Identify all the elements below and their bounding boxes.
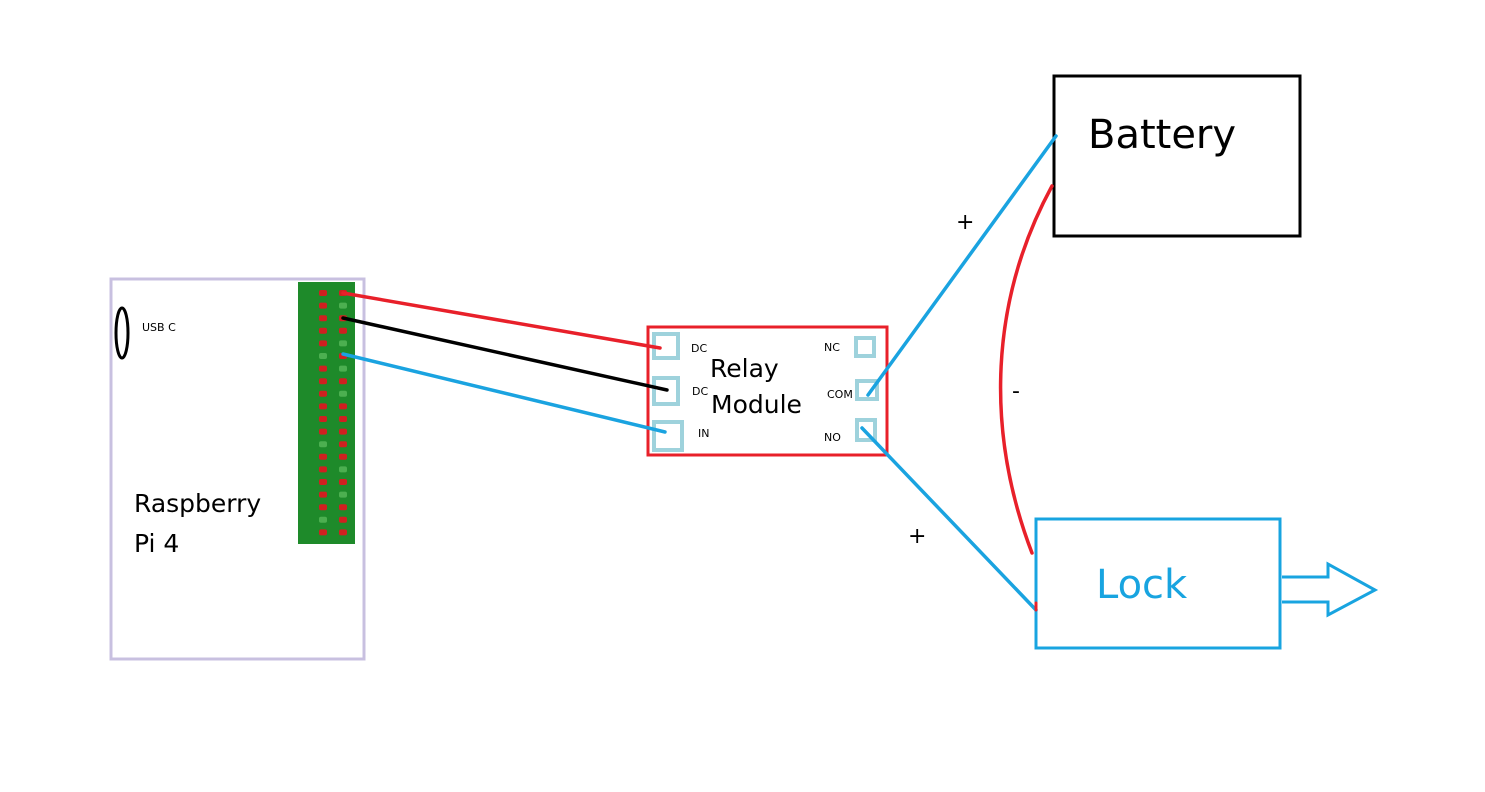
relay-pin-label-com: COM bbox=[827, 388, 853, 401]
gpio-pins bbox=[319, 290, 347, 536]
gpio-pin bbox=[319, 340, 327, 347]
lock: Lock bbox=[1034, 517, 1379, 650]
gpio-pin bbox=[319, 315, 327, 322]
wire-black-pi-to-relay-dc bbox=[341, 316, 669, 392]
usb-c-label: USB C bbox=[142, 321, 176, 334]
gpio-pin bbox=[339, 365, 347, 372]
gpio-pin bbox=[319, 353, 327, 359]
gpio-header bbox=[298, 282, 355, 544]
relay-module-outline bbox=[646, 325, 889, 457]
gpio-pin bbox=[319, 390, 327, 397]
gpio-pin bbox=[339, 302, 347, 309]
gpio-pin bbox=[339, 327, 347, 334]
lock-outline bbox=[1034, 517, 1282, 650]
relay-title-line1: Relay bbox=[710, 354, 779, 383]
raspberry-pi-label-line2: Pi 4 bbox=[134, 529, 179, 558]
gpio-pin bbox=[319, 491, 327, 498]
battery-plus-sign: + bbox=[956, 210, 974, 235]
gpio-pin bbox=[339, 378, 347, 385]
gpio-pin bbox=[339, 390, 347, 397]
gpio-pin bbox=[339, 453, 347, 460]
lock-plus-sign: + bbox=[908, 524, 926, 549]
gpio-pin bbox=[339, 529, 347, 536]
relay-pin-label-nc: NC bbox=[824, 341, 840, 354]
gpio-pin bbox=[319, 403, 327, 410]
lock-bolt-arrow-icon bbox=[1282, 561, 1379, 618]
relay-terminal-no bbox=[855, 418, 877, 442]
relay-pin-label-dc1: DC bbox=[691, 342, 707, 355]
battery-label: Battery bbox=[1088, 112, 1236, 158]
raspberry-pi-label-line1: Raspberry bbox=[134, 489, 261, 518]
gpio-pin bbox=[319, 466, 327, 473]
gpio-pin bbox=[339, 479, 347, 485]
raspberry-pi: USB C Raspberry Pi 4 bbox=[109, 277, 366, 661]
wire-blue-relay-no-to-lock bbox=[860, 426, 1038, 612]
gpio-pin bbox=[339, 516, 347, 523]
gpio-pin bbox=[319, 290, 327, 296]
battery-outline bbox=[1052, 74, 1302, 238]
gpio-pin bbox=[339, 416, 347, 422]
gpio-pin bbox=[319, 327, 327, 334]
relay-title-line2: Module bbox=[711, 390, 802, 419]
gpio-pin bbox=[339, 428, 347, 435]
relay-terminal-dc2 bbox=[652, 376, 680, 406]
wire-red-pi-to-relay-dc bbox=[341, 291, 662, 350]
usb-c-port-icon bbox=[114, 306, 130, 360]
relay-module: DC DC IN NC COM NO Relay Module bbox=[646, 325, 889, 457]
relay-pin-label-dc2: DC bbox=[692, 385, 708, 398]
wire-red-battery-to-lock bbox=[998, 184, 1054, 555]
relay-pin-label-in: IN bbox=[698, 427, 709, 440]
gpio-pin bbox=[319, 428, 327, 435]
gpio-pin bbox=[319, 453, 327, 460]
gpio-pin bbox=[319, 504, 327, 511]
wire-blue-relay-com-to-battery bbox=[866, 134, 1058, 397]
gpio-pin bbox=[319, 529, 327, 536]
relay-terminal-nc bbox=[854, 336, 876, 358]
gpio-pin bbox=[319, 302, 327, 309]
gpio-pin bbox=[319, 378, 327, 385]
gpio-pin bbox=[319, 365, 327, 372]
relay-terminal-com bbox=[855, 379, 879, 401]
gpio-pin bbox=[339, 340, 347, 347]
relay-terminal-in bbox=[652, 420, 684, 452]
gpio-pin bbox=[339, 491, 347, 498]
gpio-pin bbox=[339, 403, 347, 410]
gpio-pin bbox=[319, 479, 327, 485]
gpio-pin bbox=[339, 466, 347, 473]
lock-label: Lock bbox=[1096, 562, 1188, 608]
gpio-pin bbox=[339, 504, 347, 511]
wire-blue-pi-to-relay-in bbox=[341, 352, 667, 434]
battery: Battery bbox=[1052, 74, 1302, 238]
gpio-pin bbox=[319, 416, 327, 422]
gpio-pin bbox=[319, 441, 327, 448]
gpio-pin bbox=[339, 441, 347, 448]
wires bbox=[341, 134, 1058, 612]
gpio-pin bbox=[319, 516, 327, 523]
battery-minus-sign: - bbox=[1012, 379, 1020, 404]
relay-pin-label-no: NO bbox=[824, 431, 841, 444]
